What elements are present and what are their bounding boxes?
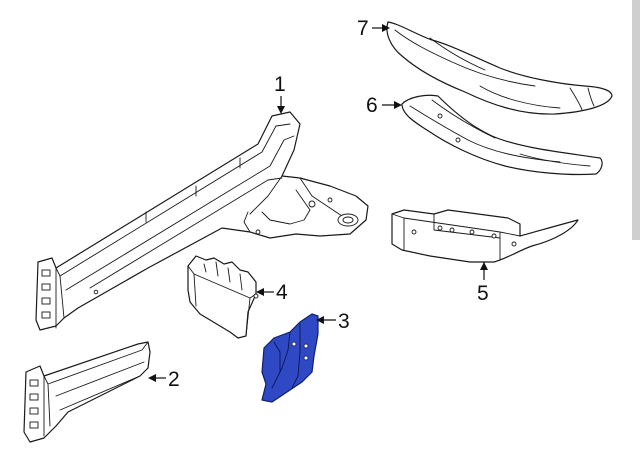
part-3-drawing[interactable]: [261, 313, 319, 403]
callout-6[interactable]: 6: [366, 94, 402, 117]
callout-5-label: 5: [477, 282, 489, 305]
callout-7[interactable]: 7: [357, 17, 390, 40]
part-2-drawing[interactable]: [23, 341, 151, 443]
part-6-drawing[interactable]: [401, 94, 603, 176]
callout-3[interactable]: 3: [316, 310, 350, 333]
callout-6-label: 6: [366, 94, 378, 117]
callout-5[interactable]: 5: [477, 262, 489, 305]
vertical-scrollbar[interactable]: [632, 0, 640, 240]
callout-4-label: 4: [276, 281, 288, 304]
callout-2[interactable]: 2: [148, 368, 180, 391]
callout-1-label: 1: [274, 73, 286, 96]
callout-3-label: 3: [338, 310, 350, 333]
part-1-drawing[interactable]: [35, 111, 369, 331]
part-4-drawing[interactable]: [187, 255, 259, 339]
callout-2-label: 2: [168, 368, 180, 391]
part-5-drawing[interactable]: [391, 209, 579, 263]
part-7-drawing[interactable]: [386, 21, 613, 115]
callout-1[interactable]: 1: [274, 73, 286, 114]
callout-4[interactable]: 4: [256, 281, 288, 304]
callout-7-label: 7: [357, 17, 369, 40]
